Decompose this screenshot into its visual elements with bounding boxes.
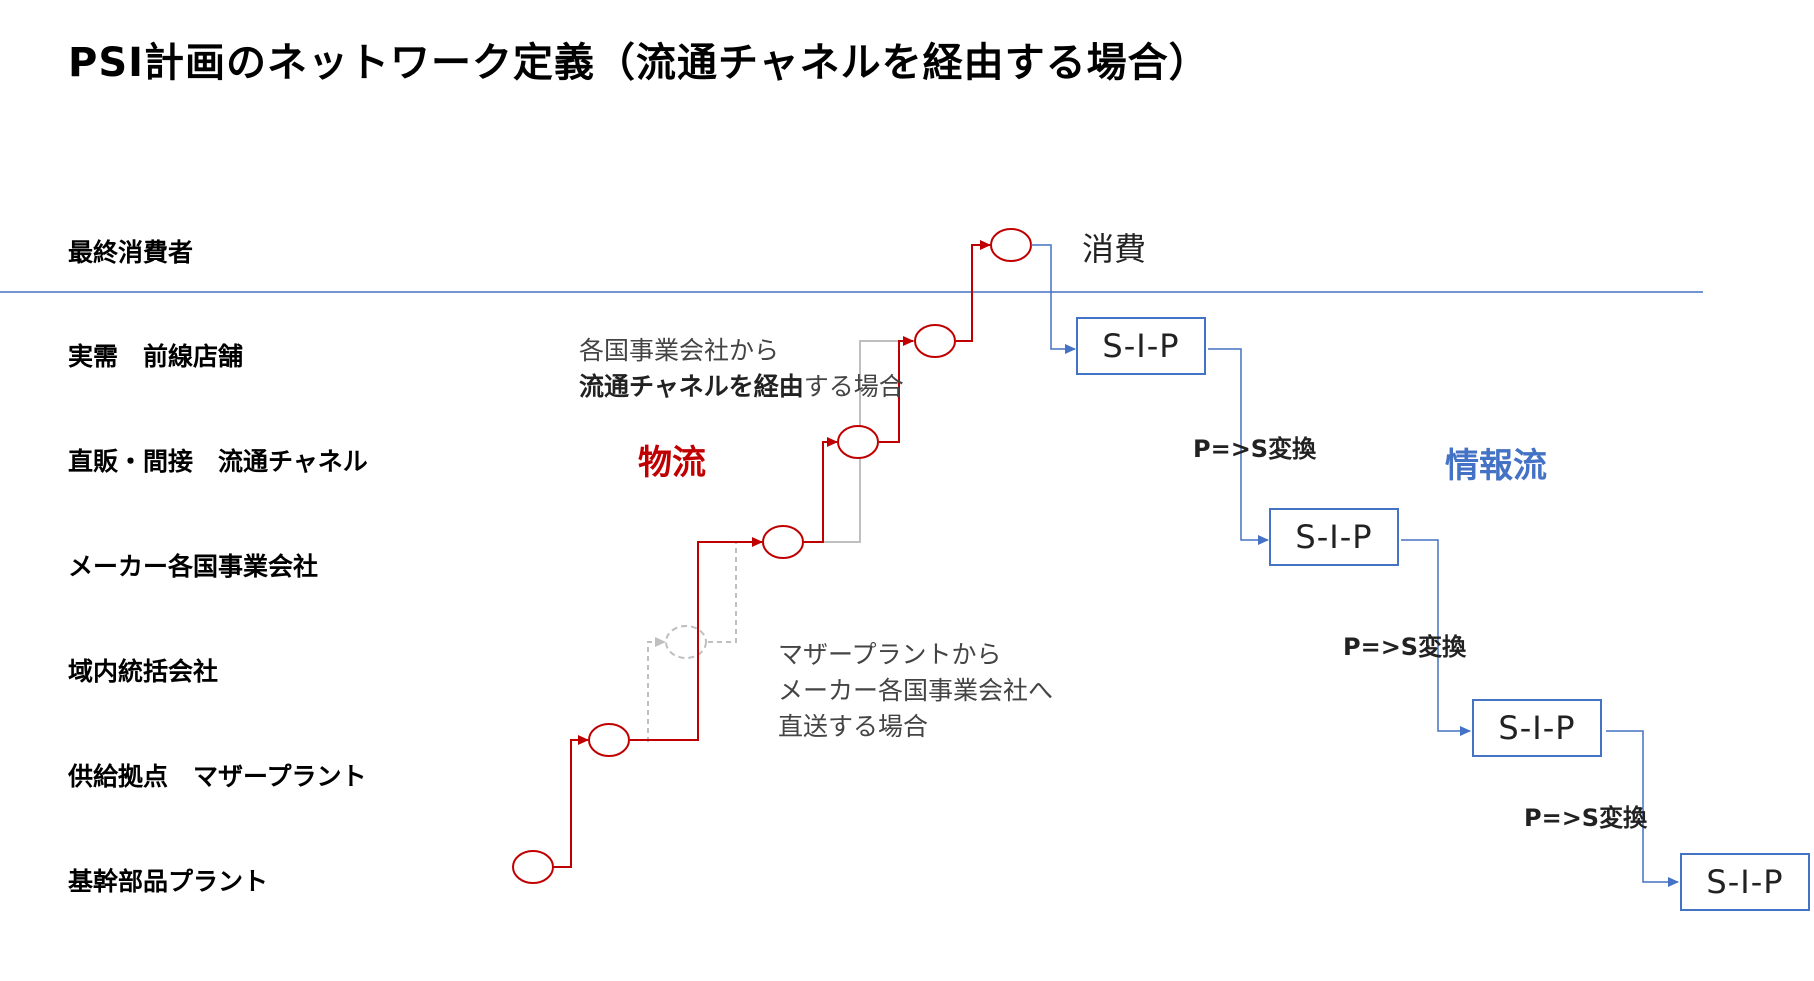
alternate-path-lower-segment (647, 637, 666, 742)
direct-route-annotation: マザープラントから メーカー各国事業会社へ 直送する場合 (778, 637, 1053, 745)
sip-box-retail: S-I-P (1076, 317, 1206, 375)
level-label-retail-store: 実需 前線店舗 (68, 342, 244, 371)
information-flow-label: 情報流 (1445, 446, 1547, 486)
sip-box-regional: S-I-P (1680, 853, 1810, 911)
sip-box-country: S-I-P (1472, 699, 1602, 757)
node-country-company (762, 525, 804, 559)
physical-flow-step-1 (553, 735, 589, 868)
physical-flow-step-4 (879, 336, 914, 443)
page-title: PSI計画のネットワーク定義（流通チャネルを経由する場合） (68, 40, 1210, 86)
channel-route-annotation: 各国事業会社から 流通チャネルを経由する場合 (579, 333, 904, 405)
information-flow-step-1 (1031, 244, 1076, 354)
consumption-label: 消費 (1082, 230, 1147, 268)
direct-annotation-line-1: マザープラントから (778, 640, 1002, 669)
channel-annotation-line-2: 流通チャネルを経由する場合 (579, 369, 904, 405)
level-label-mother-plant: 供給拠点 マザープラント (68, 762, 367, 791)
node-distribution-channel (837, 425, 879, 459)
channel-annotation-bold: 流通チャネルを経由 (579, 372, 804, 401)
physical-flow-step-5 (956, 240, 991, 342)
level-label-regional-hq: 域内統括会社 (68, 657, 219, 686)
physical-flow-path (553, 240, 991, 868)
information-flow-step-2 (1208, 348, 1269, 545)
information-flow-step-4 (1606, 730, 1679, 887)
direct-annotation-line-2: メーカー各国事業会社へ (778, 676, 1054, 705)
information-flow-step-3 (1401, 539, 1471, 736)
sip-box-channel: S-I-P (1269, 508, 1399, 566)
physical-flow-label: 物流 (638, 443, 706, 483)
alternate-path-middle-segment (708, 542, 737, 643)
level-label-distribution-channel: 直販・間接 流通チャネル (68, 447, 368, 476)
conversion-label-3: P=>S変換 (1524, 804, 1648, 832)
level-label-country-company: メーカー各国事業会社 (68, 552, 319, 581)
node-retail-store (914, 324, 956, 358)
conversion-label-2: P=>S変換 (1343, 633, 1467, 661)
physical-flow-step-2 (630, 537, 763, 741)
node-end-consumer (990, 228, 1032, 262)
level-label-end-consumer: 最終消費者 (68, 238, 194, 267)
conversion-label-1: P=>S変換 (1193, 435, 1317, 463)
node-mother-plant (588, 723, 630, 757)
information-flow-path (1031, 244, 1679, 887)
direct-annotation-line-3: 直送する場合 (778, 712, 929, 741)
channel-annotation-line-1: 各国事業会社から (579, 336, 780, 365)
physical-flow-step-3 (804, 437, 838, 543)
node-core-parts-plant (512, 850, 554, 884)
alternate-node-regional-hq (665, 625, 707, 659)
channel-annotation-rest: する場合 (803, 372, 904, 401)
level-label-core-parts-plant: 基幹部品プラント (68, 867, 269, 896)
